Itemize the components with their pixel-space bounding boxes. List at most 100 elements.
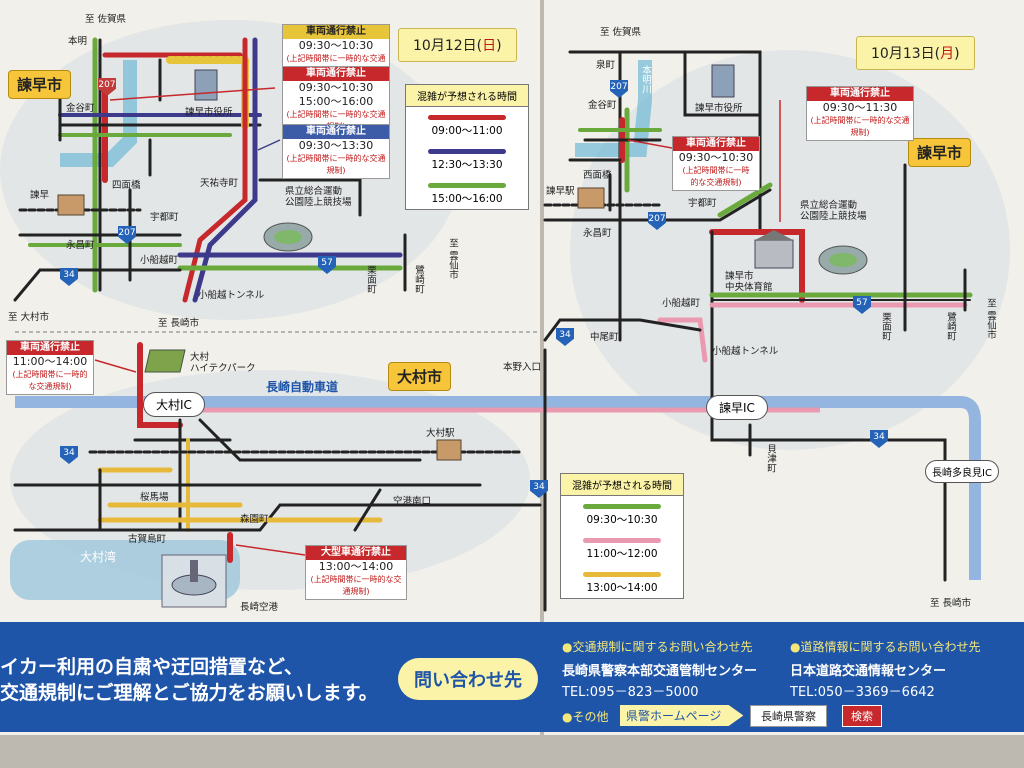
omura-label-bay: 大村湾 xyxy=(80,550,117,564)
airport-icon xyxy=(161,554,227,608)
left-warning-2: 車両通行禁止 09:30～10:30 15:00～16:00 (上記時間帯に一時… xyxy=(282,66,390,135)
omura-warning-2: 大型車通行禁止 13:00～14:00 (上記時間帯に一時的な交通規制) xyxy=(305,545,407,600)
right-label-saga: 至 佐賀県 xyxy=(600,27,642,38)
right-label-eisho: 永昌町 xyxy=(583,228,612,239)
right-label-shisei: 西面橋 xyxy=(583,170,612,181)
left-label-city-office: 諫早市役所 xyxy=(185,107,233,118)
left-label-nagasaki: 至 長崎市 xyxy=(158,318,200,329)
left-label-eisho: 永昌町 xyxy=(66,240,95,251)
right-warning-1: 車両通行禁止 09:30～11:30 (上記時間帯に一時的な交通規制) xyxy=(806,86,914,141)
left-label-unzen: 至 雲仙市 xyxy=(447,238,458,280)
contact2-tel: TEL:050－3369－6642 xyxy=(790,685,935,700)
right-label-city-office: 諫早市役所 xyxy=(695,103,743,114)
omura-warning-1: 車両通行禁止 11:00～14:00 (上記時間帯に一時的な交通規制) xyxy=(6,340,94,395)
right-label-stadium: 県立総合運動 公園陸上競技場 xyxy=(800,200,867,222)
omura-label-airport-s: 空港南口 xyxy=(393,496,432,507)
right-legend: 混雑が予想される時間 09:30～10:30 11:00～12:00 13:00… xyxy=(560,473,684,599)
route-57-right-icon: 57 xyxy=(853,296,871,314)
right-warning-2: 車両通行禁止 09:30～10:30 (上記時間帯に一時 的な交通規制) xyxy=(672,136,760,191)
omura-label-hitech: 大村 ハイテクパーク xyxy=(190,352,256,374)
route-34-right-icon: 34 xyxy=(556,328,574,346)
contact-badge: 問い合わせ先 xyxy=(398,658,538,700)
left-label-shisei: 四面橋 xyxy=(112,180,141,191)
station-right-icon xyxy=(577,187,605,209)
right-label-honmyo: 本明川 xyxy=(640,65,651,94)
footer-line1: イカー利用の自粛や迂回措置など、 xyxy=(0,656,304,678)
expressway xyxy=(15,396,981,580)
station-left-icon xyxy=(57,194,85,216)
right-label-kaizu: 貝津町 xyxy=(765,444,776,473)
other-label: ●その他 xyxy=(562,710,609,724)
river-right xyxy=(575,60,652,157)
omura-label-station: 大村駅 xyxy=(426,428,455,439)
city-office-right-icon xyxy=(711,64,735,98)
right-label-tunnel: 小船越トンネル xyxy=(712,346,779,357)
contact1-tel: TEL:095－823－5000 xyxy=(562,685,699,700)
right-label-sagizaki: 鷺崎町 xyxy=(945,312,956,341)
right-label-gym: 諫早市 中央体育館 xyxy=(725,271,773,293)
left-label-utsu: 宇都町 xyxy=(150,212,179,223)
hitech-park-icon xyxy=(144,349,186,373)
contact1-title: ●交通規制に関するお問い合わせ先 xyxy=(562,640,753,654)
right-label-obama: 小船越町 xyxy=(662,298,701,309)
omura-roads xyxy=(13,342,542,563)
route-207-left-icon: 207 xyxy=(98,78,116,96)
omura-label-kogashima: 古賀島町 xyxy=(128,534,167,545)
hp-label: 県警ホームページ xyxy=(620,705,744,726)
route-207-left2-icon: 207 xyxy=(118,226,136,244)
right-label-nagasaki: 至 長崎市 xyxy=(930,598,972,609)
omura-expressway: 長崎自動車道 xyxy=(266,380,339,394)
contact2-org: 日本道路交通情報センター xyxy=(790,664,947,679)
route-207-right2-icon: 207 xyxy=(648,212,666,230)
left-label-kanaya: 金谷町 xyxy=(66,103,95,114)
omura-station-icon xyxy=(436,439,462,461)
contact2-title: ●道路情報に関するお問い合わせ先 xyxy=(790,640,981,654)
right-city-isahaya: 諫早市 xyxy=(908,138,972,167)
isahaya-ic: 諫早IC xyxy=(706,395,768,420)
route-34-left-icon: 34 xyxy=(60,268,78,286)
right-label-unzen: 至 雲仙市 xyxy=(985,298,996,340)
left-legend: 混雑が予想される時間 09:00～11:00 12:30～13:30 15:00… xyxy=(405,84,529,210)
left-roads xyxy=(13,37,407,303)
footer-line2: 交通規制にご理解とご協力をお願いします。 xyxy=(0,682,378,704)
left-label-tunnel: 小船越トンネル xyxy=(198,290,265,301)
right-date: 10月13日(月) xyxy=(856,36,975,70)
gym-icon xyxy=(754,230,794,269)
search-input[interactable]: 長崎県警察 xyxy=(750,705,827,727)
route-34-right2-icon: 34 xyxy=(870,430,888,448)
route-34-omura2-icon: 34 xyxy=(530,480,548,498)
left-city-isahaya: 諫早市 xyxy=(8,70,72,99)
omura-ic: 大村IC xyxy=(143,392,205,417)
left-label-kurime: 栗面町 xyxy=(365,265,376,294)
right-label-nakao: 中尾町 xyxy=(590,332,619,343)
left-label-honmyo: 本明 xyxy=(68,36,88,47)
left-label-omura-city: 至 大村市 xyxy=(8,312,50,323)
right-label-isahaya-sta: 諫早駅 xyxy=(546,186,575,197)
route-34-omura-icon: 34 xyxy=(60,446,78,464)
left-label-stadium: 県立総合運動 公園陸上競技場 xyxy=(285,186,352,208)
route-207-right-icon: 207 xyxy=(610,80,628,98)
stadium-right-icon xyxy=(818,245,868,275)
omura-label-morizono: 森園町 xyxy=(240,514,269,525)
search-button[interactable]: 検索 xyxy=(842,705,882,727)
footer-banner: イカー利用の自粛や迂回措置など、 交通規制にご理解とご協力をお願いします。 問い… xyxy=(0,622,1024,732)
right-label-kanaya: 金谷町 xyxy=(588,100,617,111)
left-date: 10月12日(日) xyxy=(398,28,517,62)
left-label-isahaya-sta: 諫早 xyxy=(30,190,50,201)
right-label-honno: 本野入口 xyxy=(503,362,542,373)
route-57-left-icon: 57 xyxy=(318,256,336,274)
right-label-utsu: 宇都町 xyxy=(688,198,717,209)
stadium-left-icon xyxy=(263,222,313,252)
left-label-sagizaki: 鷺崎町 xyxy=(413,265,424,294)
tarami-ic: 長崎多良見IC xyxy=(925,460,999,483)
omura-label-airport: 長崎空港 xyxy=(240,602,279,613)
river-left xyxy=(60,60,137,167)
left-label-tenyu: 天祐寺町 xyxy=(200,178,239,189)
left-label-saga: 至 佐賀県 xyxy=(85,14,127,25)
left-warning-3: 車両通行禁止 09:30～13:30 (上記時間帯に一時的な交通規制) xyxy=(282,124,390,179)
omura-city: 大村市 xyxy=(388,362,452,391)
contact1-org: 長崎県警察本部交通管制センター xyxy=(562,664,758,679)
city-office-left-icon xyxy=(194,69,218,101)
